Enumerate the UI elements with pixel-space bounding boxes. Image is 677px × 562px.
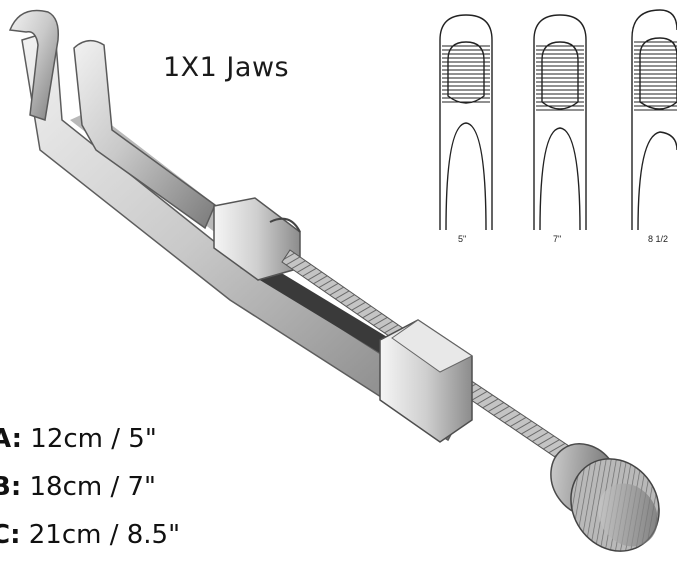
end-block <box>379 319 473 443</box>
spec-b: B: 18cm / 7" <box>0 472 156 502</box>
jaw-diagram-5 <box>439 14 493 231</box>
spec-a-letter: A: <box>0 424 23 454</box>
knurled-knob <box>550 443 660 552</box>
spec-c-letter: C: <box>0 520 21 550</box>
hook-jaw <box>8 9 60 121</box>
jaw-title: 1X1 Jaws <box>163 52 290 83</box>
spec-a-value: 12cm / 5" <box>30 424 157 454</box>
spec-b-letter: B: <box>0 472 22 502</box>
spec-b-value: 18cm / 7" <box>29 472 156 502</box>
jaw-size-label-5: 5" <box>458 234 467 244</box>
spec-c-value: 21cm / 8.5" <box>28 520 181 550</box>
jaw-size-label-8-5: 8 1/2 <box>648 234 669 244</box>
jaw-size-label-7: 7" <box>553 234 562 244</box>
jaw-diagram-8-5 <box>631 9 677 231</box>
jaw-diagram-7 <box>533 14 587 231</box>
jaw-diagram <box>439 9 677 231</box>
spec-a: A: 12cm / 5" <box>0 424 157 454</box>
spec-c: C: 21cm / 8.5" <box>0 520 180 550</box>
moving-jaw <box>73 39 216 230</box>
